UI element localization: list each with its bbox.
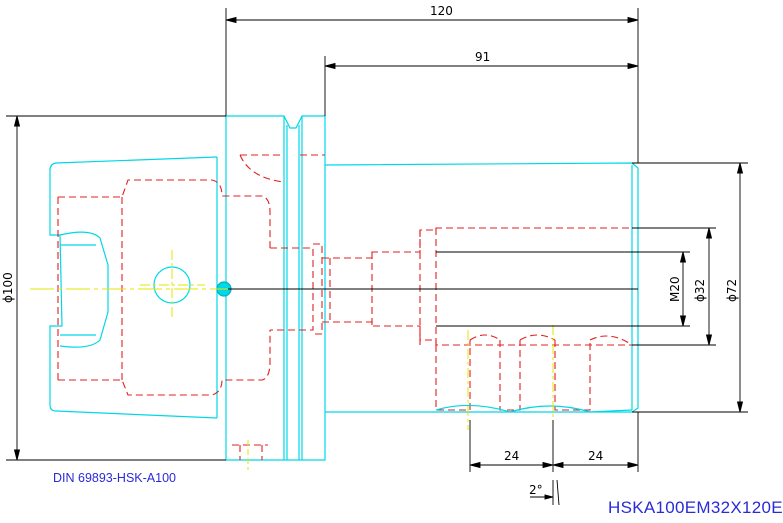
dimension-lines xyxy=(6,8,748,506)
part-code-label: HSKA100EM32X120E xyxy=(608,498,783,517)
dim-body-diameter: ϕ72 xyxy=(725,279,739,302)
dim-thread: M20 xyxy=(668,276,682,302)
dim-pitch-left: 24 xyxy=(504,449,519,463)
groove-profile xyxy=(435,404,633,413)
dim-overall-length: 120 xyxy=(430,4,453,18)
dim-bore-diameter: ϕ32 xyxy=(693,279,707,302)
dim-pitch-right: 24 xyxy=(588,449,603,463)
standard-label: DIN 69893-HSK-A100 xyxy=(53,471,176,485)
dim-projection-length: 91 xyxy=(475,50,490,64)
dim-flange-diameter: ϕ100 xyxy=(1,272,15,303)
technical-drawing: 120 91 ϕ100 ϕ72 ϕ32 M20 24 24 2° xyxy=(1,4,748,506)
centerlines xyxy=(30,250,640,470)
tool-holder-outline xyxy=(49,115,639,461)
dim-angle: 2° xyxy=(529,483,543,497)
